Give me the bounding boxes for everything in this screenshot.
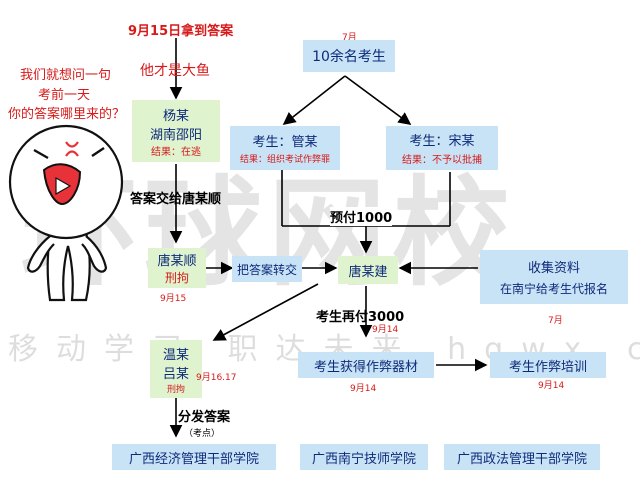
- wenlv-date: 9月16.17: [196, 373, 237, 383]
- yang-name: 杨某: [162, 108, 189, 124]
- school-name-1: 广西经济管理干部学院: [128, 451, 259, 467]
- wenlv-status: 刑拘: [166, 384, 185, 395]
- candidate-song-box: 考生：宋某 结果：不予以批捕: [386, 126, 498, 170]
- guan-result: 结果：组织考试作弊罪: [239, 155, 330, 165]
- collect-date: 7月: [548, 316, 563, 326]
- equipment-label: 考生获得作弊器材: [313, 359, 418, 375]
- pay-again-date: 9月14: [372, 325, 399, 335]
- collect-info-box: 收集资料 在南宁给考生代报名: [480, 250, 628, 304]
- wen-name: 温某: [162, 347, 189, 363]
- arrow-tangjian-wenlv: [212, 283, 319, 341]
- song-name: 考生：宋某: [409, 134, 475, 149]
- suspect-tangjian-box: 唐某建: [338, 256, 398, 284]
- question-line-3: 你的答案哪里来的？: [8, 107, 126, 122]
- arrow-candidates-guan: [282, 75, 346, 125]
- school-box-2: 广西南宁技师学院: [300, 444, 428, 470]
- handover-label: 答案交给唐某顺: [130, 192, 222, 207]
- school-name-3: 广西政法管理干部学院: [456, 451, 587, 467]
- tangshun-date: 9月15: [160, 294, 187, 304]
- arrow-candidates-song: [344, 75, 412, 125]
- school-box-1: 广西经济管理干部学院: [112, 444, 276, 470]
- lv-name: 吕某: [162, 366, 189, 382]
- training-box: 考生作弊培训: [490, 352, 606, 378]
- suspect-yang-box: 杨某 湖南邵阳 结果：在逃: [132, 100, 220, 162]
- candidates-box: 10余名考生: [303, 40, 395, 72]
- pay-again-label: 考生再付3000: [316, 310, 405, 325]
- training-date: 9月14: [538, 381, 565, 391]
- big-fish-caption: 他才是大鱼: [140, 63, 210, 79]
- suspect-tangshun-box: 唐某顺 刑拘: [148, 248, 206, 288]
- yang-origin: 湖南邵阳: [149, 127, 202, 143]
- candidates-date: 7月: [342, 33, 357, 43]
- tangshun-name: 唐某顺: [157, 254, 197, 269]
- question-line-2: 考前一天: [38, 88, 91, 103]
- question-line-1: 我们就想问一句: [20, 68, 112, 83]
- school-name-2: 广西南宁技师学院: [311, 451, 416, 467]
- collect-line-2: 在南宁给考生代报名: [499, 282, 608, 296]
- tangjian-name: 唐某建: [348, 264, 388, 280]
- song-result: 结果：不予以批捕: [402, 155, 482, 166]
- prepay-label: 预付1000: [330, 207, 393, 226]
- guan-name: 考生：管某: [252, 135, 318, 150]
- distribute-label: 分发答案: [178, 410, 231, 425]
- distribute-sub: （考点）: [184, 429, 221, 439]
- answer-date-label: 9月15日拿到答案: [128, 24, 234, 39]
- training-label: 考生作弊培训: [508, 359, 587, 375]
- candidates-label: 10余名考生: [312, 49, 386, 65]
- collect-line-1: 收集资料: [527, 261, 580, 276]
- equipment-date: 9月14: [350, 384, 377, 394]
- tangshun-status: 刑拘: [164, 271, 189, 285]
- candidate-guan-box: 考生：管某 结果：组织考试作弊罪: [230, 126, 340, 170]
- yang-result: 结果：在逃: [151, 146, 201, 158]
- equipment-box: 考生获得作弊器材: [298, 352, 434, 378]
- school-box-3: 广西政法管理干部学院: [444, 444, 600, 470]
- transfer-answer-box: 把答案转交: [232, 256, 302, 282]
- transfer-label: 把答案转交: [236, 262, 297, 277]
- suspect-wenlv-box: 温某 吕某 刑拘: [150, 340, 202, 398]
